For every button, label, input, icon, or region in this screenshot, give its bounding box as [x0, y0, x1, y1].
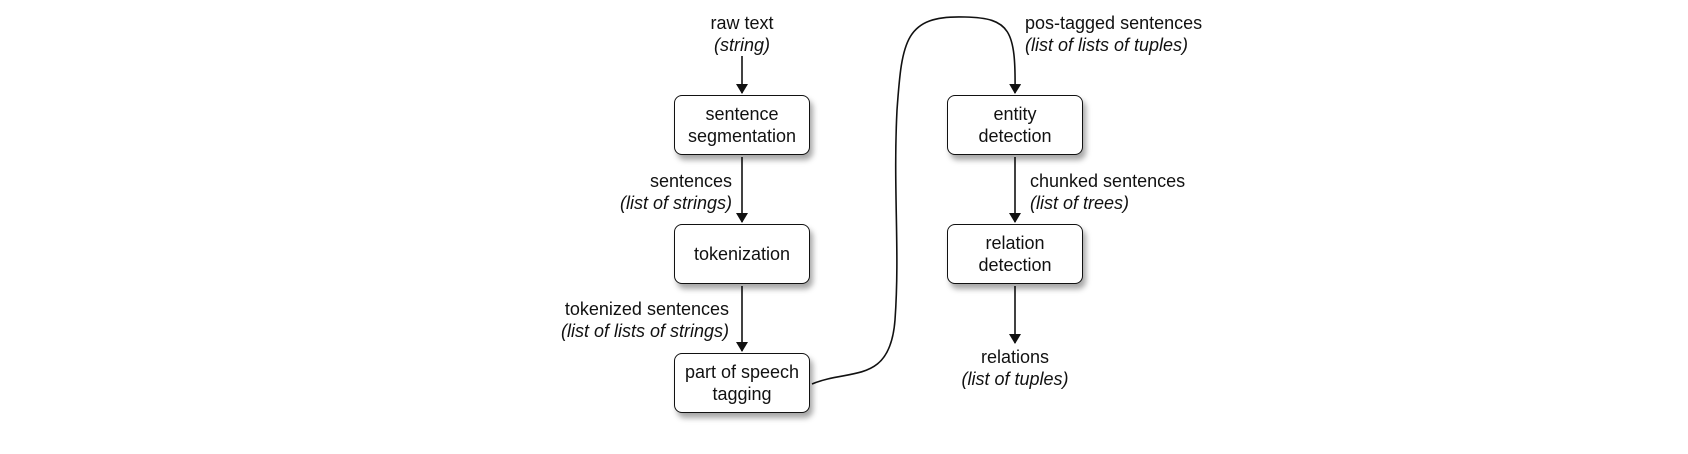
- box-tokenization: tokenization: [674, 224, 810, 284]
- box-label: relation detection: [978, 233, 1052, 275]
- label-relations: relations (list of tuples): [915, 346, 1115, 390]
- label-sentences: sentences (list of strings): [532, 170, 732, 214]
- label-title: sentences: [649, 171, 732, 191]
- box-label: part of speech tagging: [684, 362, 800, 404]
- label-title: relations: [980, 347, 1050, 367]
- label-type: (list of tuples): [961, 369, 1069, 389]
- box-part-of-speech-tagging: part of speech tagging: [674, 353, 810, 413]
- label-type: (list of lists of strings): [560, 321, 729, 341]
- label-title: raw text: [710, 13, 774, 33]
- box-label: sentence segmentation: [687, 104, 797, 146]
- label-title: chunked sentences: [1030, 171, 1186, 191]
- label-type: (list of lists of tuples): [1025, 35, 1189, 55]
- box-relation-detection: relation detection: [947, 224, 1083, 284]
- label-type: (list of strings): [619, 193, 732, 213]
- box-entity-detection: entity detection: [947, 95, 1083, 155]
- label-pos-tagged-sentences: pos-tagged sentences (list of lists of t…: [1025, 12, 1325, 56]
- box-label: entity detection: [978, 104, 1052, 146]
- label-title: pos-tagged sentences: [1025, 13, 1203, 33]
- label-chunked-sentences: chunked sentences (list of trees): [1030, 170, 1290, 214]
- label-raw-text: raw text (string): [642, 12, 842, 56]
- label-type: (list of trees): [1030, 193, 1130, 213]
- box-sentence-segmentation: sentence segmentation: [674, 95, 810, 155]
- label-tokenized-sentences: tokenized sentences (list of lists of st…: [432, 298, 729, 342]
- arrow-pos-tagging-to-entity-detection: [811, 16, 1022, 385]
- label-type: (string): [713, 35, 770, 55]
- box-label: tokenization: [693, 244, 791, 264]
- label-title: tokenized sentences: [564, 299, 729, 319]
